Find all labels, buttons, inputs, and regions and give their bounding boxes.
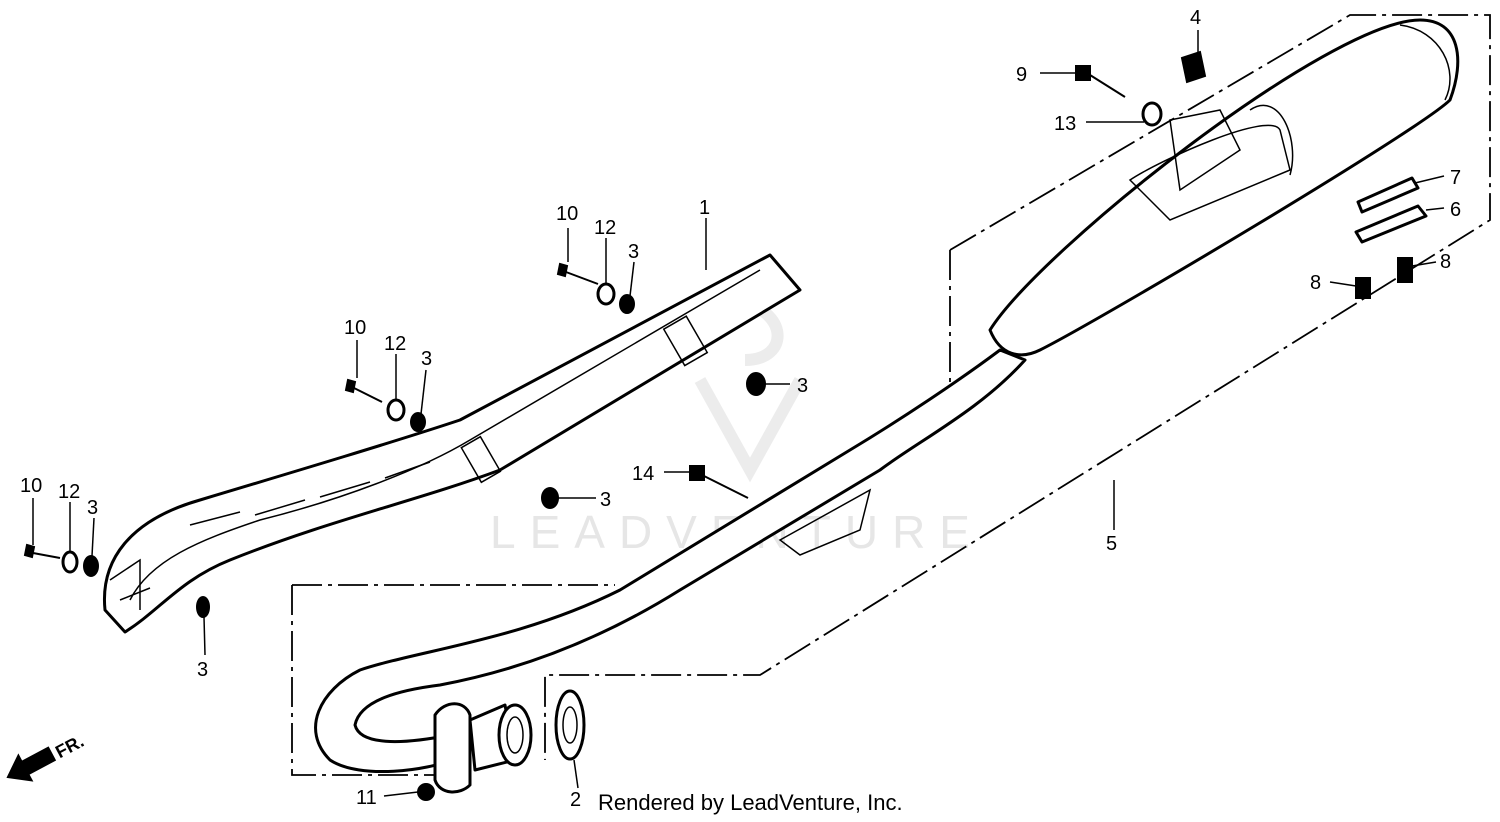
assembly-outline-5 [291,14,1491,776]
grommet-3b [410,412,426,432]
callout-8b: 8 [1440,251,1451,273]
arrow-icon [6,746,57,782]
callout-7: 7 [1450,167,1461,189]
callout-14: 14 [632,463,654,485]
washer-12c [61,550,79,574]
callout-12c: 12 [58,481,80,503]
bolt-9 [1075,65,1126,98]
bolt-10c [23,543,61,559]
nut-11 [417,783,435,801]
washer-12b [386,398,406,422]
callout-3e: 3 [600,489,611,511]
callout-1: 1 [699,197,710,219]
callout-3d: 3 [797,375,808,397]
callout-10c: 10 [20,475,42,497]
bolt-10a [556,262,599,285]
callout-9: 9 [1016,64,1027,86]
callout-13: 13 [1054,113,1076,135]
callout-3f: 3 [197,659,208,681]
bolt-8b [1397,257,1413,283]
callout-5: 5 [1106,533,1117,555]
callout-10b: 10 [344,317,366,339]
callout-6: 6 [1450,199,1461,221]
plate-6 [1354,204,1428,244]
callout-3a: 3 [628,241,639,263]
callout-8a: 8 [1310,272,1321,294]
callout-11: 11 [356,787,377,809]
leader-lines [32,30,1445,797]
bolt-10b [344,378,383,403]
callout-10a: 10 [556,203,578,225]
washer-12a [596,282,616,306]
washer-13 [1141,101,1163,127]
callout-3b: 3 [421,348,432,370]
grommet-3e [541,487,559,509]
callout-12a: 12 [594,217,616,239]
grommet-3d [746,372,766,396]
callout-3c: 3 [87,497,98,519]
cap-4 [1180,50,1207,84]
plate-7 [1356,176,1420,214]
gasket-2 [554,689,586,761]
callout-4: 4 [1190,7,1201,29]
exhaust-muffler-assembly [314,18,1460,794]
grommet-3c [83,555,99,577]
render-credit: Rendered by LeadVenture, Inc. [598,790,903,815]
bolt-14 [689,465,749,499]
grommet-3f [196,596,210,618]
callout-12b: 12 [384,333,406,355]
direction-label: FR. [52,731,87,762]
grommet-3a [619,294,635,314]
front-direction-arrow: FR. [6,731,87,782]
callout-2: 2 [570,789,581,811]
bolt-8a [1355,277,1371,299]
heat-shield [102,253,802,634]
